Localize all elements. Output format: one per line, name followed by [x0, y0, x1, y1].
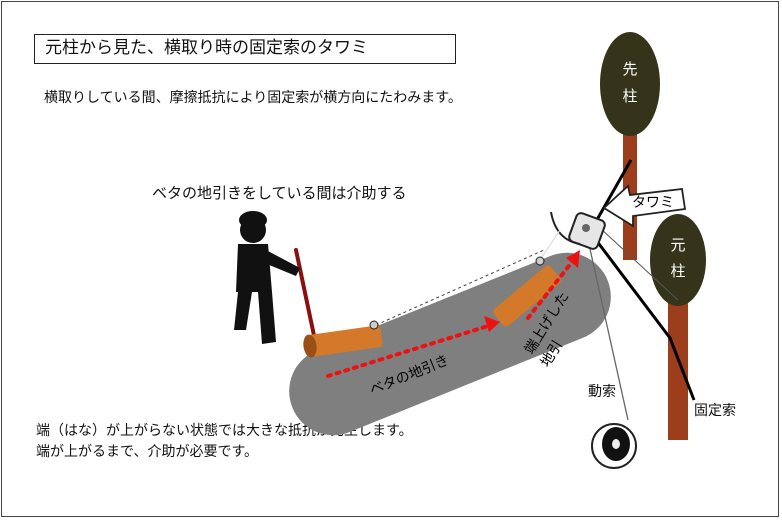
tree-moto: 元 柱	[650, 214, 706, 440]
moving-cable-label: 動索	[588, 384, 616, 400]
moving-cable-upper	[599, 227, 679, 301]
fixed-cable-label: 固定索	[694, 403, 736, 419]
lift-path-arrow	[526, 250, 580, 320]
dragging-cable-dashed	[375, 249, 545, 326]
bottom-note-2: 端が上がるまで、介助が必要です。	[36, 444, 259, 460]
fixed-cable	[588, 159, 696, 401]
tree-saki: 先 柱	[600, 32, 660, 260]
log-ground	[303, 320, 383, 358]
tree-saki-char-2: 柱	[622, 87, 637, 105]
tawami-label: タワミ	[632, 195, 674, 211]
log-lifted	[493, 256, 561, 327]
tree-moto-char-1: 元	[670, 236, 685, 254]
worker-bar	[294, 248, 318, 347]
carriage-icon	[550, 211, 606, 250]
winch-drum-icon	[591, 423, 637, 469]
tree-saki-char-1: 先	[622, 60, 637, 78]
diagram-title: 元柱から見た、横取り時の固定索のタワミ	[34, 34, 456, 64]
lifted-log-cable	[539, 229, 561, 261]
moving-cable	[587, 239, 629, 421]
subtitle-text: 横取りしている間、摩擦抵抗により固定索が横方向にたわみます。	[44, 90, 462, 106]
tawami-callout-arrow: タワミ	[602, 184, 687, 228]
worker-figure	[234, 211, 300, 344]
drag-path-arrow	[326, 316, 500, 378]
care-note: ベタの地引きをしている間は介助する	[152, 184, 407, 202]
tree-moto-char-2: 柱	[670, 262, 685, 280]
